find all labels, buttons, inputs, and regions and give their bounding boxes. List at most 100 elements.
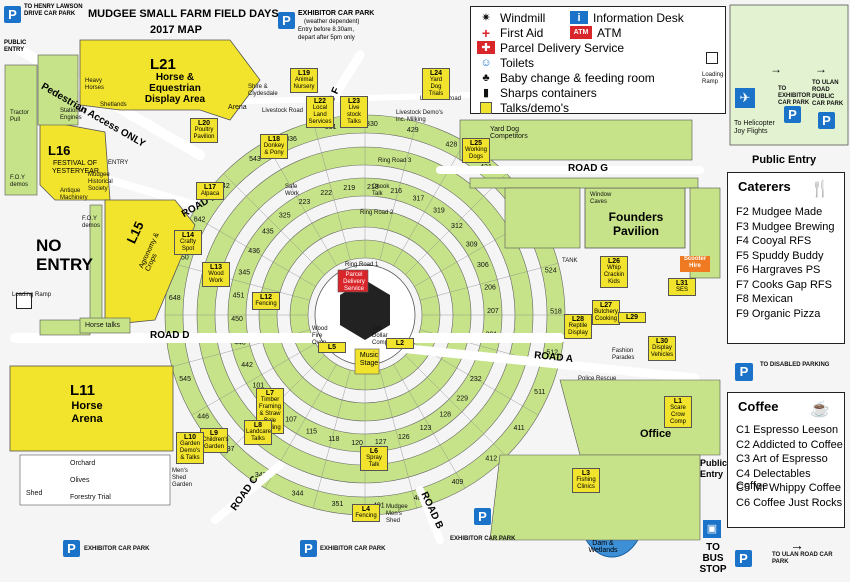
- tank-label: TANK: [562, 258, 578, 264]
- talk-area[interactable]: L2: [386, 338, 414, 349]
- l11-area[interactable]: [9, 365, 174, 452]
- ten-dollar-comp-label: Ten Dollar Comp: [372, 326, 389, 346]
- talk-code: L24: [429, 70, 443, 77]
- site-number: 128: [439, 412, 451, 419]
- site-number: 351: [332, 501, 344, 508]
- site-number: 545: [179, 376, 191, 383]
- coffee-cup-icon: ☕: [810, 401, 830, 418]
- foy-demos-label: F.O.Y demos: [82, 216, 101, 229]
- talks-icon: [477, 101, 495, 114]
- talk-code: L13: [209, 264, 223, 271]
- loading-ramp-label: Loading Ramp: [702, 72, 724, 85]
- talk-code: L2: [395, 340, 405, 347]
- site-number: 309: [466, 241, 478, 248]
- founders-pavilion[interactable]: [584, 187, 686, 249]
- l21-area[interactable]: [79, 39, 261, 121]
- coffee-item: C4 Delectables Coffee: [736, 467, 811, 492]
- site-number: 127: [375, 439, 387, 446]
- olives-label: Olives: [70, 477, 90, 484]
- l11-sublabel: Horse Arena: [71, 400, 103, 425]
- orchard-label: Orchard: [70, 460, 96, 467]
- parking-icon: P: [735, 550, 752, 567]
- talk-name: Children's Garden: [202, 437, 229, 450]
- talk-area[interactable]: L5: [318, 342, 346, 353]
- site-number: 436: [248, 248, 260, 255]
- safe-work-label: Safe Work: [285, 184, 299, 197]
- fashion-label: Fashion Parades: [612, 348, 635, 361]
- info-icon: i: [570, 11, 588, 24]
- shire-clydesdale-label: Shire & Clydesdale: [248, 84, 278, 97]
- mens-shed-garden-label: Men's Shed Garden: [172, 468, 193, 488]
- talk-code: L3: [581, 470, 591, 477]
- l16-label: L16: [48, 143, 71, 158]
- parking-icon: P: [278, 12, 295, 29]
- site-number: 317: [413, 196, 425, 203]
- talk-code: L4: [361, 506, 371, 513]
- talk-name: Display Vehicles: [650, 345, 674, 358]
- talk-name: Fencing: [355, 513, 377, 519]
- exhibitor-note: depart after 5pm only: [298, 35, 355, 41]
- legend-item: ✷ Windmill i Information Desk: [477, 10, 725, 25]
- founders-label: Founders Pavilion: [608, 210, 664, 238]
- site-number: 518: [550, 309, 562, 316]
- atm-icon: ATM: [570, 26, 592, 39]
- site-number: 325: [279, 212, 291, 219]
- site-number: 343: [255, 472, 267, 479]
- site-number: 442: [241, 362, 253, 369]
- talk-name: Wood Work: [208, 271, 224, 284]
- site-number: 330: [366, 121, 378, 128]
- site-number: 107: [285, 416, 297, 423]
- first-aid-icon: +: [481, 24, 491, 41]
- helicopter-icon: ✈: [735, 88, 755, 108]
- no-entry-label: NO ENTRY: [36, 236, 93, 274]
- talk-area[interactable]: L29: [618, 312, 646, 323]
- legend-label: Talks/demo's: [500, 100, 569, 115]
- scooter-hire[interactable]: Scooter Hire: [680, 256, 710, 272]
- arena-label: Arena: [228, 104, 247, 111]
- talk-code: L8: [253, 422, 263, 429]
- talk-code: L30: [655, 338, 669, 345]
- l15-area[interactable]: [104, 199, 196, 326]
- site-number: 648: [169, 295, 181, 302]
- horse-talks-label: Horse talks: [85, 322, 121, 329]
- talk-name: Yard Dog Trials: [428, 77, 444, 97]
- site-number: 435: [262, 229, 274, 236]
- legend-label: Baby change & feeding room: [500, 70, 655, 85]
- talk-code: L27: [599, 302, 613, 309]
- talk-name: Live stock Talks: [346, 105, 361, 125]
- coffee-item: C6 Coffee Just Rocks: [736, 496, 843, 509]
- site-number: 319: [433, 208, 445, 215]
- bus-icon: ▣: [703, 520, 721, 538]
- site-number: 337: [223, 446, 235, 453]
- antique-label: Antique Machinery: [60, 188, 88, 201]
- shetlands-label: Shetlands: [100, 102, 127, 108]
- info-hub[interactable]: [340, 280, 390, 340]
- site-number: 511: [534, 389, 545, 396]
- site-number: 345: [238, 269, 250, 276]
- l16-area[interactable]: [39, 119, 111, 201]
